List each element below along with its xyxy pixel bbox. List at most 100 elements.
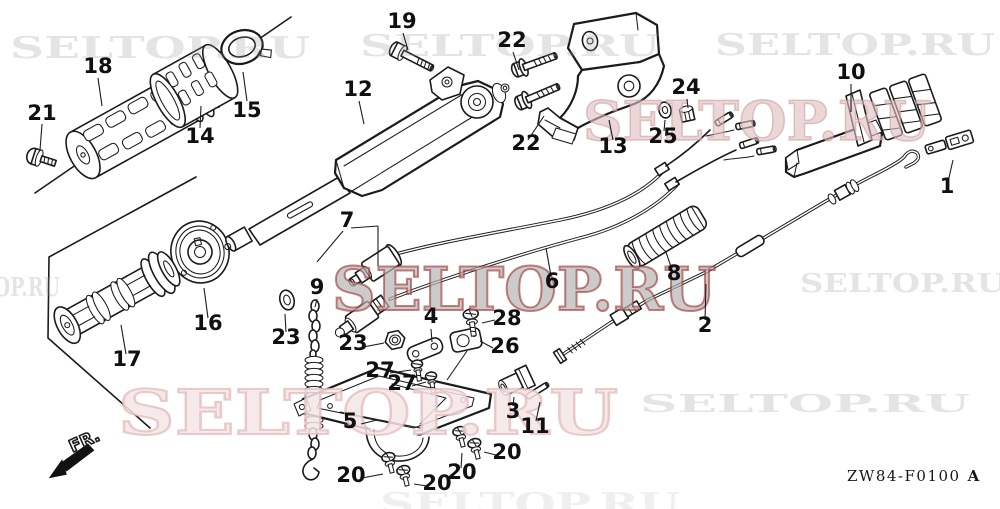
part-3-fitting [498,364,536,396]
leader-line [316,230,344,263]
part-4-plate [406,337,444,363]
part-label-14: 14 [185,124,214,148]
part-label-8: 8 [667,261,682,285]
part-label-4: 4 [424,304,439,328]
leader-line [389,369,412,374]
part-19-bolt [388,41,435,72]
leader-line [39,123,43,151]
fr-arrow: FR. [48,425,104,479]
leader-line [446,350,468,381]
watermark-text: SELTOP.RU [715,28,995,63]
part-label-22: 22 [511,131,540,155]
watermark-text: SELTOP.RU [360,29,660,64]
part-label-27: 27 [365,358,394,382]
part-label-10: 10 [836,60,865,84]
part-label-12: 12 [343,77,372,101]
part-label-28: 28 [492,306,521,330]
part-27-screw-b [424,371,438,394]
part-25-washer [658,101,672,119]
part-1-joint [924,129,975,155]
part-10-switch-assembly [784,73,942,179]
leader-line [665,251,673,271]
part-22-bolt-upper [510,51,558,78]
part-2-cable [552,149,921,365]
part-5-housing [293,366,493,462]
fr-arrow-label: FR. [66,426,103,457]
watermark-layer: SELTOP.RU SELTOP.RU SELTOP.RU SELTOP.RU SELT… [0,28,1000,509]
part-label-23: 23 [338,331,367,355]
leader-line [479,340,494,349]
part-label-11: 11 [520,414,549,438]
part-label-20: 20 [492,440,521,464]
part-20-screws [381,425,482,487]
part-label-20: 20 [336,463,365,487]
leader-line [284,313,287,333]
part-23-nut-right [384,329,406,351]
part-label-27: 27 [387,371,416,395]
diagram-code-suffix: A [967,467,981,485]
part-label-17: 17 [112,347,141,371]
part-16-drum [170,220,230,284]
part-24-nut [678,105,696,123]
part-label-20: 20 [447,460,476,484]
leader-line [545,247,552,277]
part-14-grip-rubber [149,43,239,129]
part-21-screw [25,147,58,167]
watermark-text: SELTOP.RU [800,269,1000,299]
part-label-20: 20 [422,471,451,495]
part-label-19: 19 [387,9,416,33]
leader-line [199,105,202,129]
leader-line [704,283,707,321]
leader-line [483,451,497,456]
watermark-text: SELTOP.RU [640,389,970,418]
part-label-2: 2 [698,313,713,337]
leader-lines-layer [39,32,954,487]
watermark-text: SELTOP.RU [380,487,680,509]
leader-line [314,298,318,308]
leader-line [362,342,385,348]
part-label-23: 23 [271,325,300,349]
part-label-24: 24 [671,75,700,99]
part-8-sleeve [623,205,708,270]
leader-line [947,159,954,183]
watermark-text: SELTOP.RU [10,31,310,66]
leader-line [663,119,666,132]
watermark-text: SELTOP.RU [118,376,618,449]
diagram-code: ZW84-F0100 A [847,467,981,485]
leader-line [608,119,614,141]
part-label-21: 21 [27,101,56,125]
leader-line [97,77,103,107]
part-22-bolt-lower [514,82,561,111]
part-label-3: 3 [506,399,521,423]
wire-bullet-terminals [653,111,777,192]
part-label-15: 15 [232,98,261,122]
part-label-6: 6 [545,269,560,293]
leader-line [360,419,378,425]
part-label-1: 1 [940,174,955,198]
diagram-code-main: ZW84-F0100 [847,467,961,485]
leader-line [402,32,409,51]
part-15-ring [220,28,272,66]
part-27-screw-a [410,359,424,382]
leader-line [512,51,520,71]
leader-line [460,452,463,469]
watermark-text: SELTOP.RU [332,255,716,325]
part-label-22: 22 [497,28,526,52]
part-label-26: 26 [490,334,519,358]
part-26-clamp [449,327,483,353]
part-label-16: 16 [193,311,222,335]
leader-line [512,396,515,407]
leader-line [203,287,209,319]
leader-line [411,381,427,387]
part-28-screw [462,308,480,337]
part-label-18: 18 [83,54,112,78]
part-label-13: 13 [598,134,627,158]
leader-line [527,115,545,141]
part-label-5: 5 [343,409,358,433]
watermark-text: SELTOP.RU [0,273,60,303]
part-13-bracket [537,11,666,145]
part-label-25: 25 [648,124,677,148]
leader-line [413,483,428,487]
